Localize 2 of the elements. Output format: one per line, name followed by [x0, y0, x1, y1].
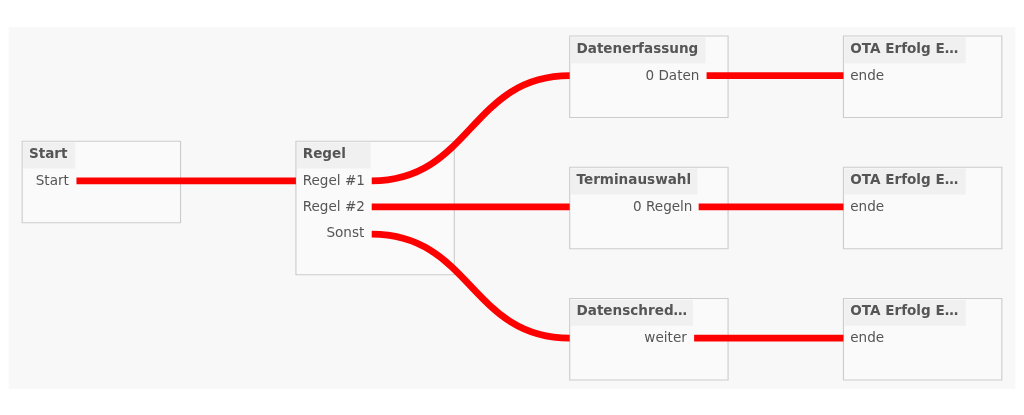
connector — [706, 71, 844, 79]
connector — [698, 202, 844, 210]
